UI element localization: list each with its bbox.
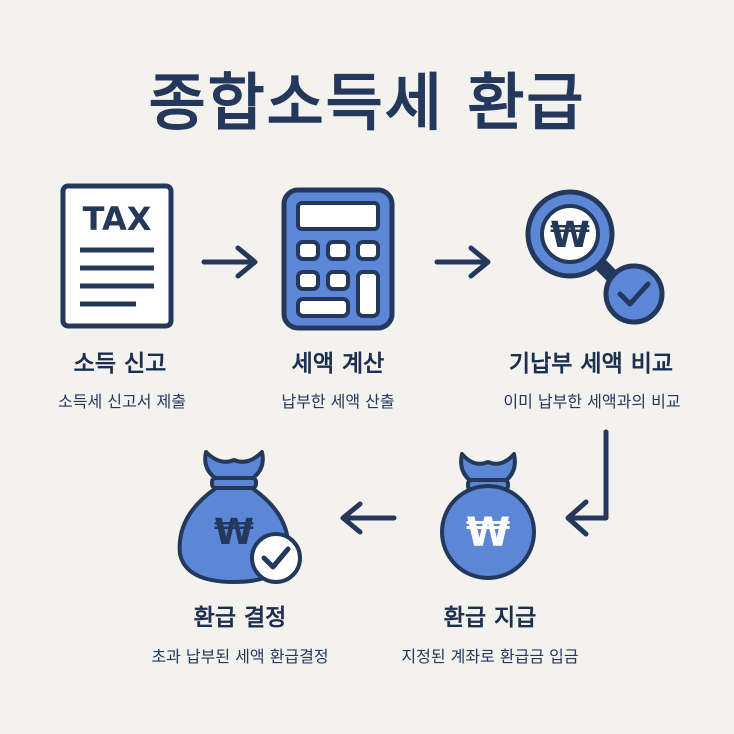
step-desc-prepaid-comparison: 이미 납부한 세액과의 비교 [503, 392, 681, 411]
step-title-refund-decision: 환급 결정 [193, 605, 287, 631]
step-title-income-report: 소득 신고 [73, 351, 167, 377]
svg-text:TAX: TAX [83, 200, 152, 238]
step-title-tax-calculation: 세액 계산 [291, 351, 385, 377]
won-money-bag-icon: ₩ [440, 452, 536, 580]
won-money-bag-check-icon: ₩ [177, 450, 302, 584]
step-title-prepaid-comparison: 기납부 세액 비교 [508, 351, 674, 377]
calculator-icon [281, 187, 395, 331]
step-title-refund-payment: 환급 지급 [443, 605, 537, 631]
tax-document-icon: TAX [60, 183, 174, 329]
arrow-left-icon [340, 501, 397, 535]
svg-text:₩: ₩ [550, 215, 590, 256]
arrow-down-left-icon [565, 429, 609, 537]
page-title: 종합소득세 환급 [148, 66, 586, 139]
arrow-right-icon [201, 245, 258, 279]
arrow-right-icon [434, 245, 491, 279]
step-desc-income-report: 소득세 신고서 제출 [58, 392, 186, 411]
svg-text:₩: ₩ [214, 512, 254, 553]
step-desc-tax-calculation: 납부한 세액 산출 [281, 392, 395, 411]
step-desc-refund-decision: 초과 납부된 세액 환급결정 [151, 647, 329, 666]
svg-text:₩: ₩ [466, 510, 510, 556]
magnifier-won-icon: ₩ [525, 189, 665, 325]
step-desc-refund-payment: 지정된 계좌로 환급금 입금 [401, 647, 579, 666]
